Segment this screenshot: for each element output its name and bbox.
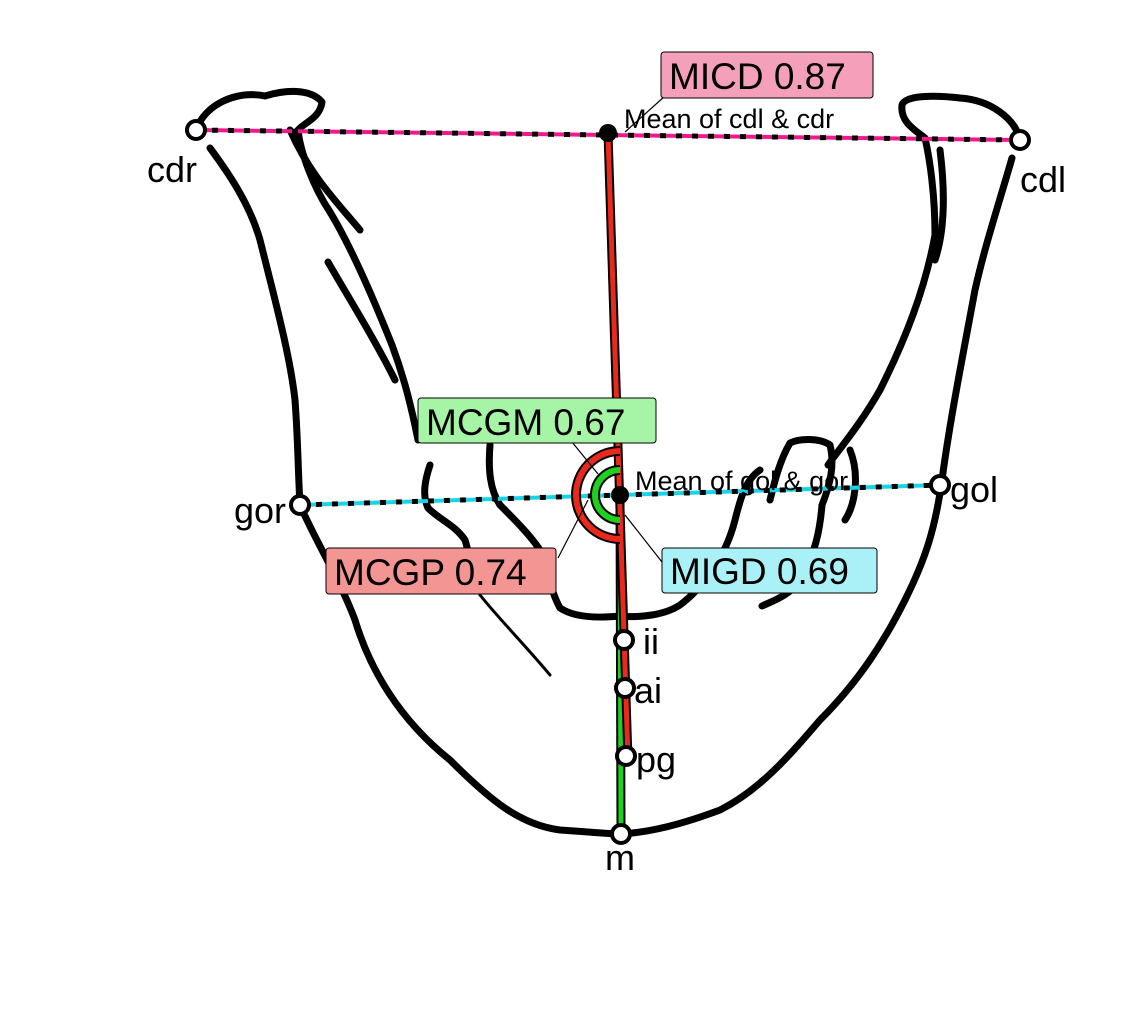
ii-point [613, 629, 635, 651]
mcgp-value: MCGP 0.74 [334, 552, 527, 593]
condyle-mean-point [599, 124, 617, 142]
cdr-point [185, 119, 207, 141]
right-ramus-border [206, 144, 304, 509]
gor-point [289, 494, 311, 516]
left-condyle-outline [824, 92, 1024, 469]
gonion-mean-note: Mean of gol & gor [635, 466, 848, 496]
landmark-points [185, 119, 1031, 845]
ii-label: ii [643, 621, 659, 662]
mcgm-arc-fill [592, 467, 621, 523]
reference-lines [195, 127, 1021, 835]
mcgp-box: MCGP 0.74 [325, 547, 557, 595]
gor-label: gor [234, 490, 286, 531]
migd-box: MIGD 0.69 [661, 547, 878, 594]
angle-arcs [571, 446, 621, 544]
cdl-point [1009, 129, 1031, 151]
cdr-label: cdr [147, 149, 197, 190]
mcgm-box: MCGM 0.67 [417, 397, 657, 444]
left-ramus-border [901, 154, 1016, 604]
micd-value: MICD 0.87 [669, 56, 846, 97]
pg-label: pg [636, 739, 676, 780]
condyle-mean-note: Mean of cdl & cdr [624, 104, 834, 134]
right-condyle-outline [192, 87, 422, 444]
mcgp-arc-fill [573, 448, 621, 542]
leader-lines [557, 95, 666, 563]
migd-value: MIGD 0.69 [670, 551, 849, 592]
pg-point [615, 745, 637, 767]
mcgm-value: MCGM 0.67 [426, 402, 625, 443]
right-coronoid-line [324, 258, 399, 384]
micd-box: MICD 0.87 [660, 51, 874, 99]
mcgp-leader [557, 499, 589, 559]
m-label: m [605, 837, 635, 878]
right-condyle-inner [286, 126, 364, 234]
ai-point [614, 677, 636, 699]
m-point [610, 823, 632, 845]
gol-point [929, 474, 951, 496]
gol-label: gol [950, 469, 998, 510]
cdl-label: cdl [1020, 159, 1066, 200]
gonion-mean-point [611, 486, 629, 504]
left-condyle-inner [931, 146, 947, 264]
lower-border-left [618, 596, 909, 838]
migd-leader [624, 514, 663, 563]
micd-leader [624, 95, 666, 133]
thin-line-right [478, 593, 552, 677]
ai-label: ai [634, 670, 662, 711]
mcgm-leader [571, 441, 599, 475]
